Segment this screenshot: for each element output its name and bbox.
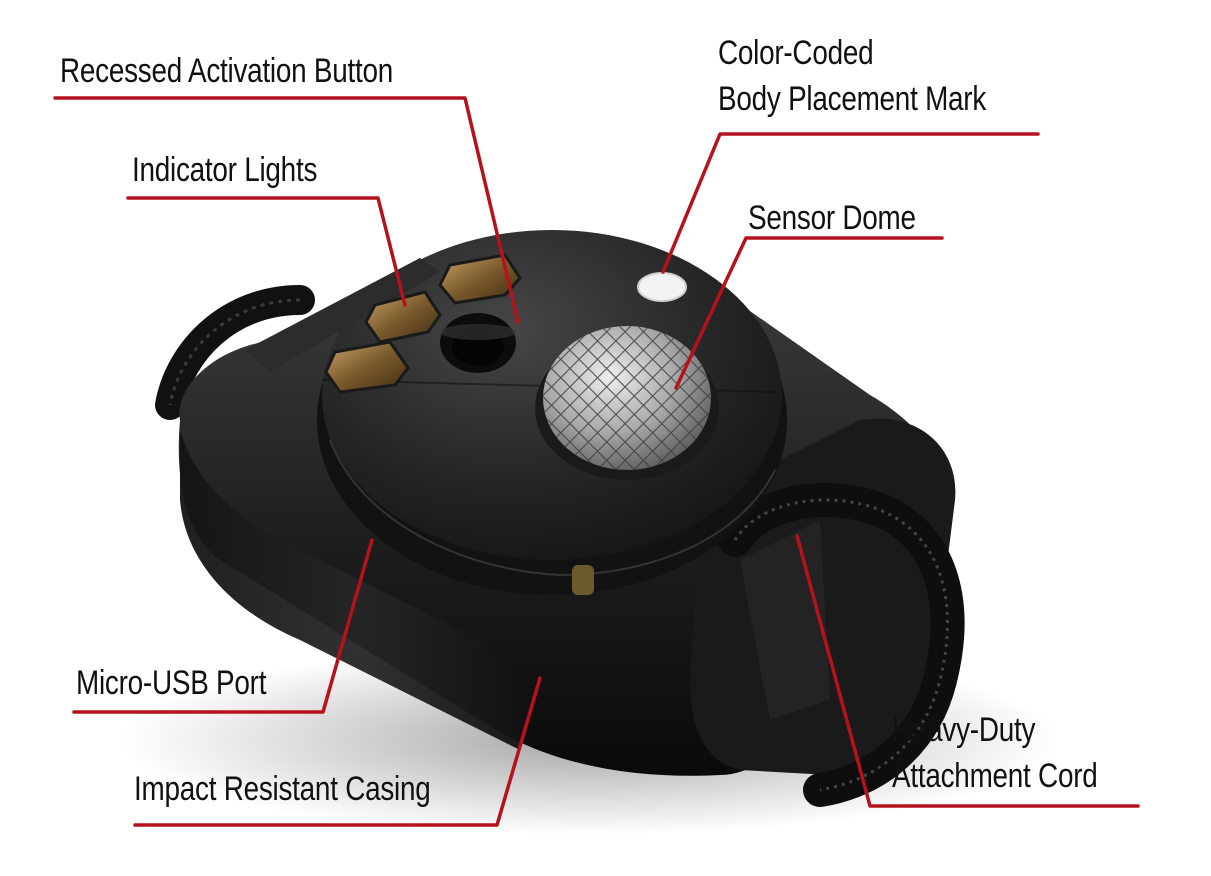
- port-light: [572, 565, 594, 595]
- label-attachment-cord: Heavy-Duty Attachment Cord: [892, 711, 1098, 795]
- label-micro-usb-port: Micro-USB Port: [76, 664, 267, 702]
- label-sensor-dome: Sensor Dome: [748, 199, 916, 237]
- leader-attachment-cord: [795, 534, 1140, 808]
- label-body-placement-mark: Color-Coded Body Placement Mark: [718, 34, 987, 118]
- activation-button: [440, 313, 516, 373]
- leader-color-coded: [661, 132, 1040, 274]
- placement-mark: [637, 272, 687, 302]
- indicator-lights: [324, 253, 522, 394]
- sensor-dome: [535, 326, 719, 480]
- left-rail: [245, 258, 440, 372]
- leader-impact-casing: [133, 676, 542, 827]
- leader-indicator-lights: [126, 196, 407, 307]
- leader-micro-usb: [72, 538, 374, 714]
- leader-recessed-button: [53, 96, 520, 324]
- left-cord: [155, 285, 315, 420]
- front-face: [180, 430, 540, 750]
- leader-sensor-dome: [674, 236, 944, 390]
- right-cord: [718, 483, 965, 807]
- label-impact-resistant-casing: Impact Resistant Casing: [134, 770, 431, 808]
- label-indicator-lights: Indicator Lights: [132, 151, 318, 189]
- leader-lines: [53, 96, 1140, 827]
- label-recessed-activation-button: Recessed Activation Button: [60, 52, 394, 90]
